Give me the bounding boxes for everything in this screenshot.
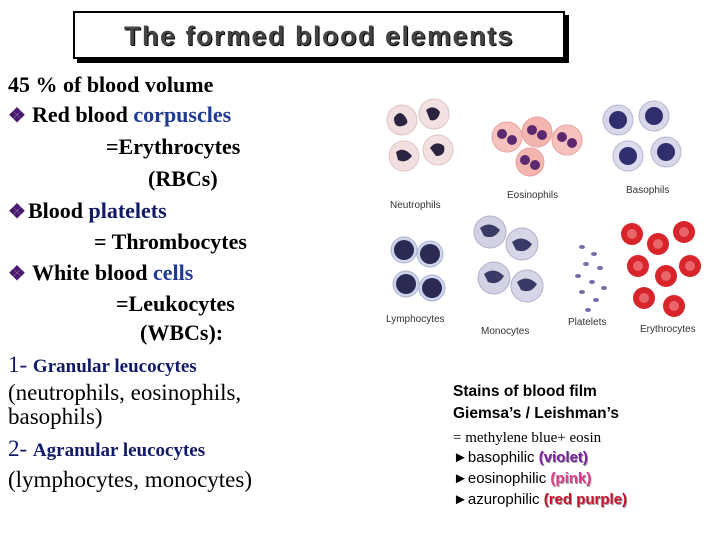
monocyte-cells-icon [473,215,544,303]
stains-equation: = methylene blue+ eosin [453,430,602,446]
agranular-label: Agranular leucocytes [32,440,206,461]
monocytes-label: Monocytes [481,326,529,337]
rbc-prefix: Red blood [31,102,134,127]
diamond-bullet-icon: ❖ [8,105,26,127]
azurophilic-color: (red purple) [543,491,628,508]
rbc-line: ❖Red blood corpuscles [8,102,232,127]
blood-cells-figure: Neutrophils Eosinophils Basophils Lympho… [382,82,704,344]
title-box: The formed blood elements [73,11,565,59]
plt-em: platelets [88,198,167,223]
neutrophil-cells-icon [386,98,454,172]
basophilic-color: (violet) [538,449,588,466]
lymphocyte-cells-icon [390,236,446,302]
eosinophil-cells-icon [491,116,583,177]
rbc-alias: =Erythrocytes [106,134,241,159]
erythrocytes-label: Erythrocytes [640,324,696,335]
agranular-number: 2- [8,436,33,461]
basophilic-label: ►basophilic [453,449,539,466]
agranular-line: 2- Agranular leucocytes [8,437,205,460]
wbc-em: cells [152,260,194,285]
basophil-cells-icon [602,100,682,172]
page-title: The formed blood elements [123,21,515,51]
stains-title-1: Stains of blood film [453,383,597,400]
lymphocytes-label: Lymphocytes [386,314,445,325]
granular-list-2: basophils) [8,404,103,429]
wbc-alias: =Leukocytes [116,291,235,316]
eosinophilic-label: ►eosinophilic [453,470,551,487]
diamond-bullet-icon: ❖ [8,263,26,285]
agranular-list: (lymphocytes, monocytes) [8,467,253,492]
rbc-em: corpuscles [133,102,232,127]
azurophilic-line: ►azurophilic (red purple) [453,492,627,507]
eosinophilic-line: ►eosinophilic (pink) [453,471,591,486]
granular-label: Granular leucocytes [32,356,197,377]
granular-number: 1- [8,352,33,377]
diamond-bullet-icon: ❖ [8,201,26,223]
platelets-label: Platelets [568,317,606,328]
eosinophilic-color: (pink) [550,470,592,487]
rbc-abbr: (RBCs) [148,166,218,191]
azurophilic-label: ►azurophilic [453,491,544,508]
stains-title-2: Giemsa’s / Leishman’s [453,405,619,422]
intro-line: 45 % of blood volume [8,72,214,97]
wbc-prefix: White blood [31,260,153,285]
granular-list-1: (neutrophils, eosinophils, [8,380,242,405]
wbc-abbr: (WBCs): [140,320,224,345]
platelets-line: ❖Blood platelets [8,198,167,223]
platelet-cells-icon [575,245,607,312]
neutrophils-label: Neutrophils [390,200,441,211]
plt-alias: = Thrombocytes [94,229,247,254]
wbc-line: ❖White blood cells [8,260,194,285]
plt-prefix: Blood [27,198,89,223]
eosinophils-label: Eosinophils [507,190,558,201]
erythrocyte-cells-icon [621,221,701,317]
basophilic-line: ►basophilic (violet) [453,450,588,465]
granular-line: 1- Granular leucocytes [8,353,197,376]
basophils-label: Basophils [626,185,669,196]
